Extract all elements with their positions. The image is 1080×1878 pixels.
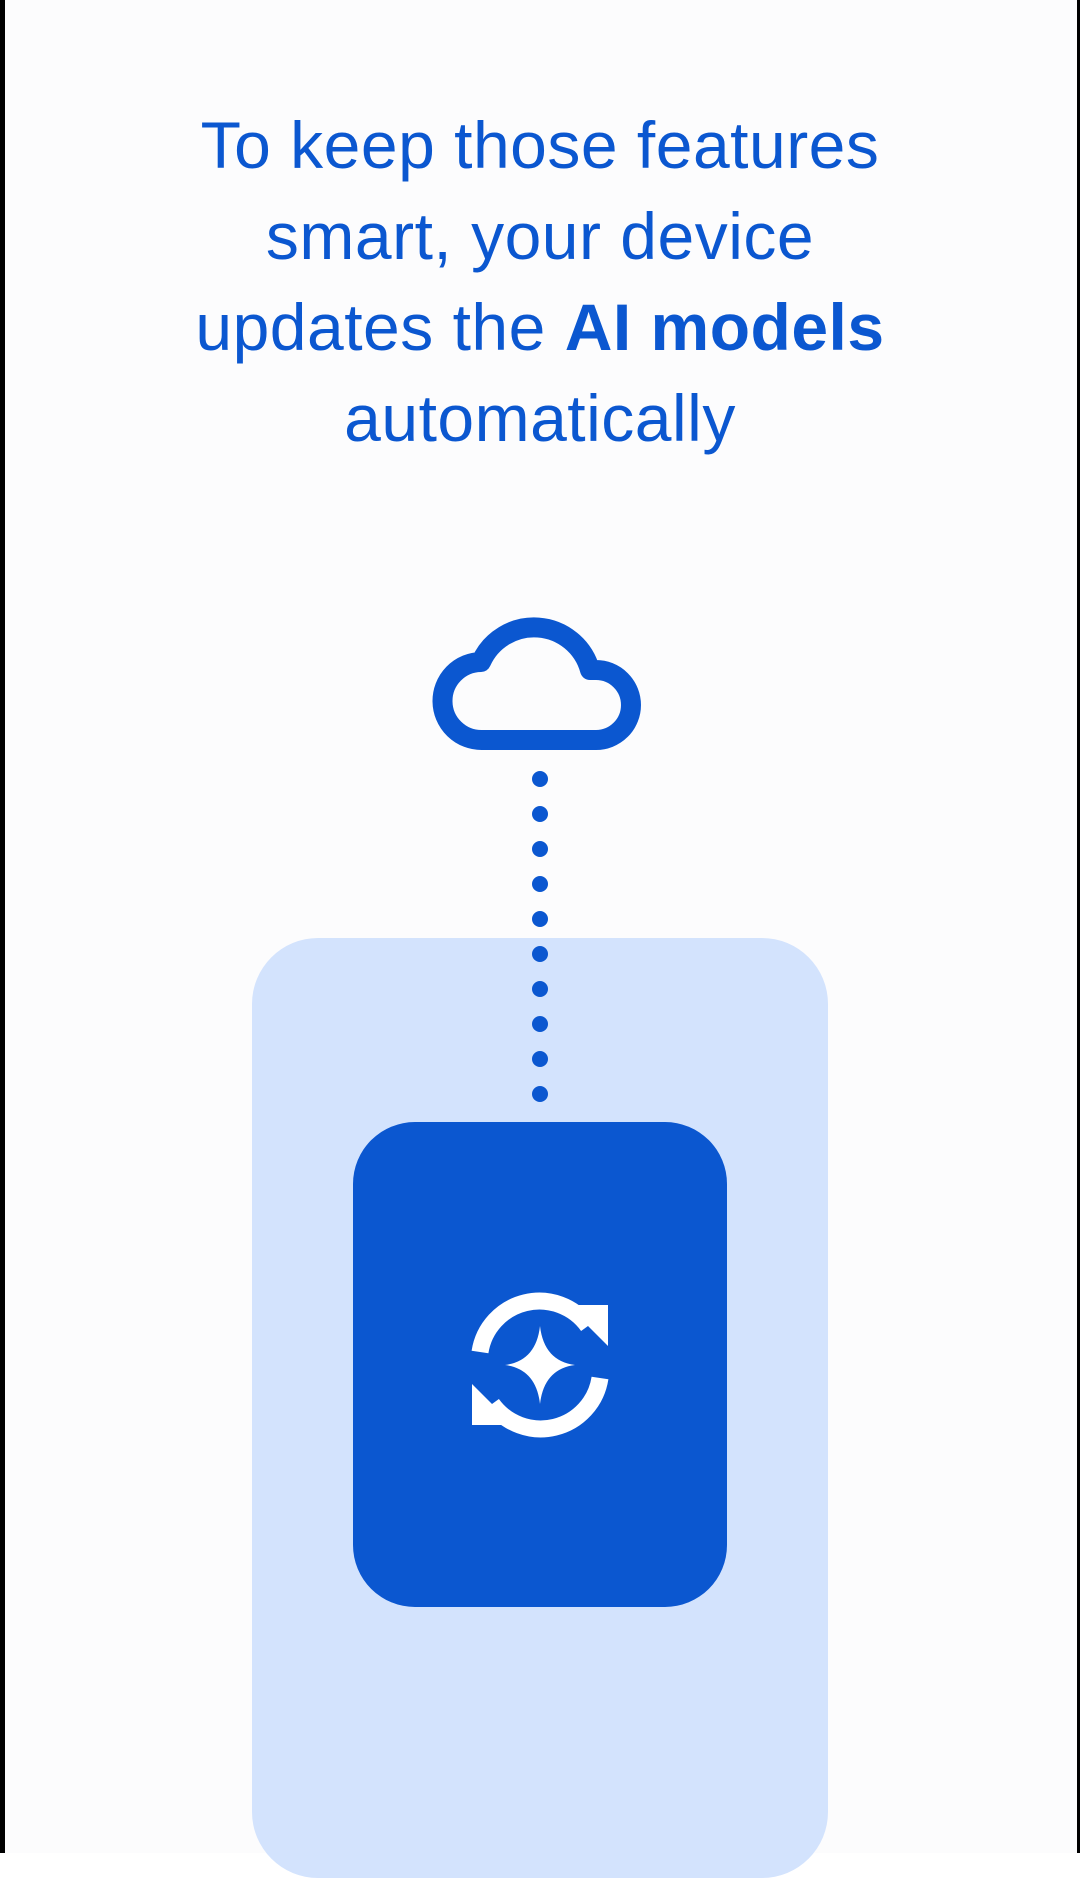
- screen-edge-right: [1077, 0, 1080, 1853]
- title-line-2: smart, your device: [265, 199, 815, 273]
- page-title: To keep those features smart, your devic…: [120, 100, 960, 464]
- title-line-4: automatically: [344, 381, 736, 455]
- cloud-icon: [432, 617, 641, 751]
- title-line-3-prefix: updates the: [195, 290, 565, 364]
- screen-edge-left: [0, 0, 5, 1853]
- dotted-connector: [532, 771, 548, 1102]
- title-line-1: To keep those features: [200, 108, 880, 182]
- ai-sync-icon: [471, 1292, 609, 1438]
- title-line-3-emphasis: AI models: [564, 290, 885, 364]
